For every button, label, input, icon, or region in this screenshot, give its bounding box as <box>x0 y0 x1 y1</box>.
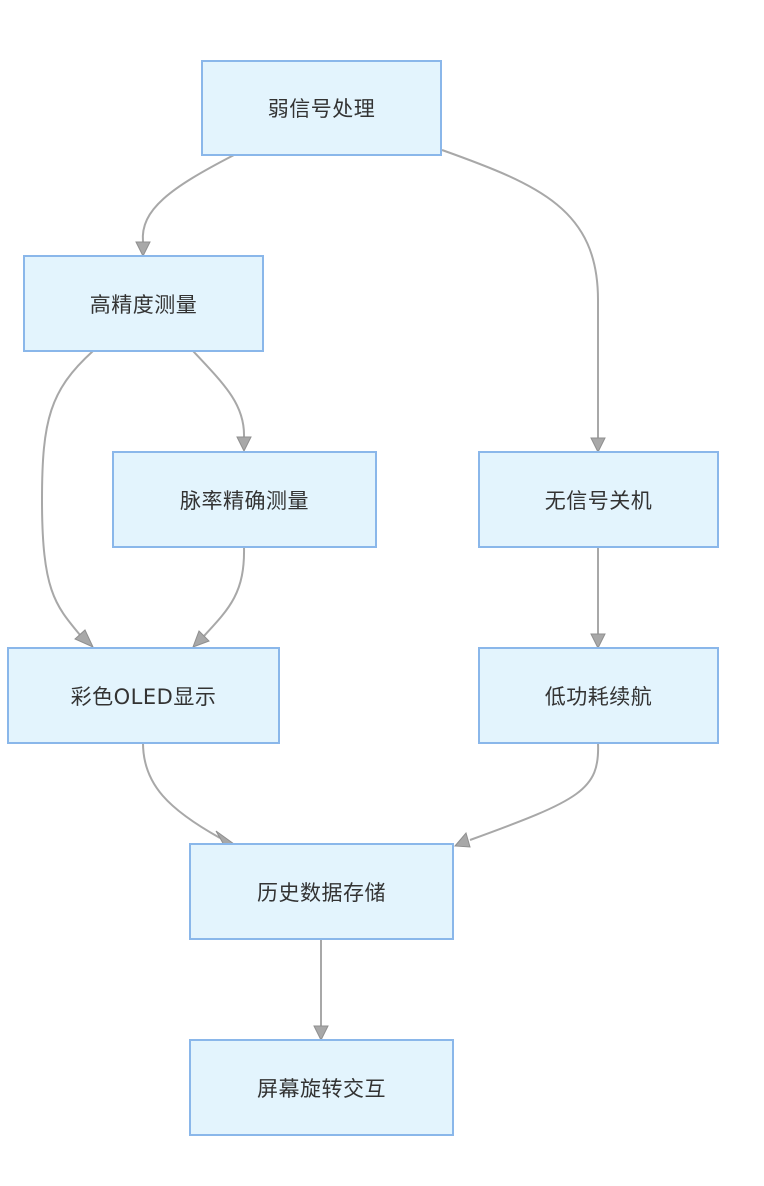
node-oled-display: 彩色OLED显示 <box>7 647 280 744</box>
node-weak-signal: 弱信号处理 <box>201 60 442 156</box>
arrowhead-no-signal-off <box>590 437 606 454</box>
edge-low-power-to-history-storage <box>469 742 600 841</box>
node-no-signal-off: 无信号关机 <box>478 451 719 548</box>
edge-weak-signal-to-no-signal-off <box>441 149 599 438</box>
node-label: 无信号关机 <box>544 488 653 513</box>
node-high-precision: 高精度测量 <box>23 255 264 352</box>
node-label: 低功耗续航 <box>544 684 653 709</box>
arrowhead-pulse-rate <box>236 436 252 453</box>
edge-weak-signal-to-high-precision <box>141 154 235 243</box>
node-screen-rotation: 屏幕旋转交互 <box>189 1039 454 1136</box>
node-label: 高精度测量 <box>89 292 198 317</box>
arrowhead-oled-display-right <box>192 630 210 648</box>
arrowhead-low-power <box>590 633 606 650</box>
edge-oled-display-to-history-storage <box>142 742 221 839</box>
node-label: 弱信号处理 <box>267 97 376 121</box>
node-label: 脉率精确测量 <box>180 488 309 513</box>
edge-high-precision-to-oled-display <box>40 350 94 636</box>
arrowhead-history-storage-right <box>453 831 471 848</box>
arrowhead-high-precision <box>135 241 151 258</box>
node-label: 历史数据存储 <box>257 880 386 905</box>
arrowhead-screen-rotation <box>313 1025 329 1042</box>
edge-pulse-rate-to-oled-display <box>203 546 246 637</box>
edge-high-precision-to-pulse-rate <box>192 350 246 438</box>
node-label: 屏幕旋转交互 <box>257 1076 386 1101</box>
node-label: 彩色OLED显示 <box>70 684 217 709</box>
node-low-power: 低功耗续航 <box>478 647 719 744</box>
node-pulse-rate: 脉率精确测量 <box>112 451 377 548</box>
arrowhead-oled-display-left <box>74 629 95 649</box>
node-history-storage: 历史数据存储 <box>189 843 454 940</box>
